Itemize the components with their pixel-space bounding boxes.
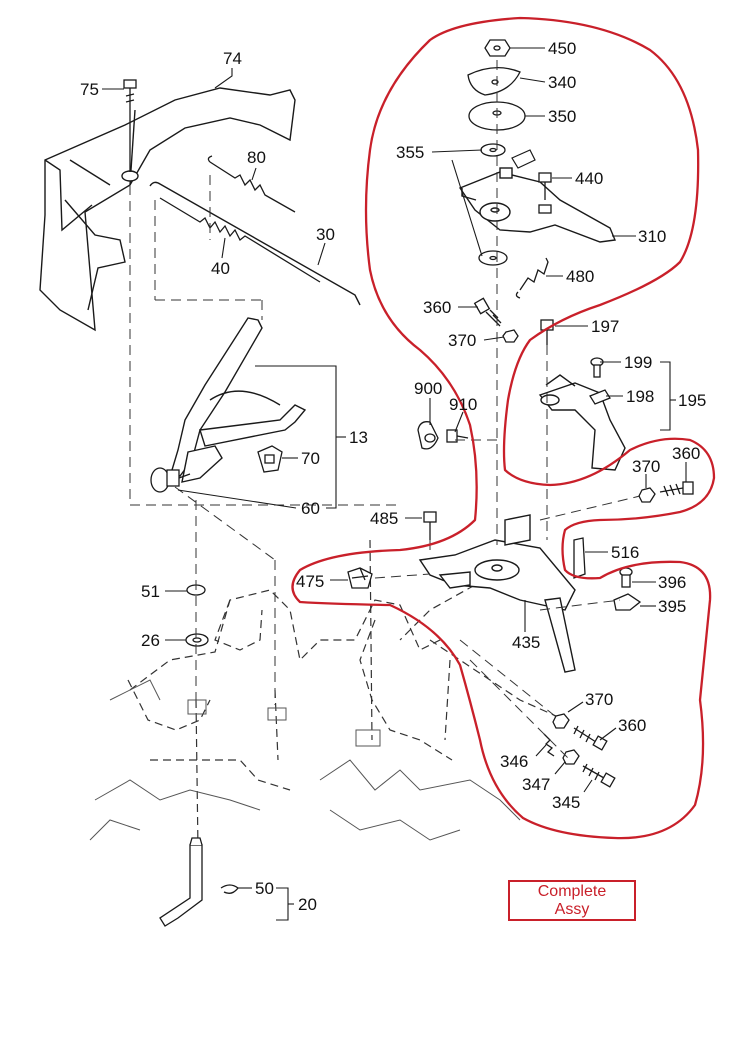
- callout-198: 198: [626, 387, 654, 406]
- callout-440: 440: [575, 169, 603, 188]
- callout-355: 355: [396, 143, 424, 162]
- washer-355b: [478, 250, 508, 266]
- clip-198: [589, 389, 611, 405]
- callout-450: 450: [548, 39, 576, 58]
- callout-475: 475: [296, 572, 324, 591]
- clip-395: [613, 593, 642, 611]
- bolt-60: [150, 467, 191, 493]
- bolt-440: [538, 172, 552, 214]
- screw-199: [590, 357, 604, 378]
- complete-assy-line1: Complete: [537, 882, 607, 900]
- spring-40: [159, 197, 321, 283]
- callout-480: 480: [566, 267, 594, 286]
- washer-26: [185, 633, 209, 647]
- callout-346: 346: [500, 752, 528, 771]
- callout-40: 40: [211, 259, 230, 278]
- callout-516: 516: [611, 543, 639, 562]
- screw-360a: [473, 297, 502, 327]
- callout-370-upper: 370: [448, 331, 476, 350]
- callout-370-middle: 370: [632, 457, 660, 476]
- governor-shaft-20: [159, 837, 203, 927]
- callout-13: 13: [349, 428, 368, 447]
- bolt-485: [423, 511, 437, 540]
- callout-347: 347: [522, 775, 550, 794]
- callout-195: 195: [678, 391, 706, 410]
- clamp-900: [417, 421, 439, 450]
- callout-396: 396: [658, 573, 686, 592]
- base-plate-435: [418, 514, 576, 673]
- clip-70: [257, 445, 283, 473]
- nut-347: [562, 749, 580, 765]
- callout-340: 340: [548, 73, 576, 92]
- callout-360-middle: 360: [672, 444, 700, 463]
- governor-lever-13: [171, 317, 307, 483]
- leader-lines: [102, 47, 687, 921]
- engine-block-solid: [89, 679, 521, 841]
- spring-80: [207, 155, 296, 213]
- callout-910: 910: [449, 395, 477, 414]
- left-alignment-lines: [129, 175, 400, 705]
- nut-370c: [552, 713, 570, 729]
- callout-197: 197: [591, 317, 619, 336]
- nut-450: [484, 39, 511, 57]
- callout-75: 75: [80, 80, 99, 99]
- air-guide-shroud: [39, 87, 296, 332]
- callout-310: 310: [638, 227, 666, 246]
- screw-360b: [659, 481, 694, 497]
- callout-60: 60: [301, 499, 320, 518]
- callout-199: 199: [624, 353, 652, 372]
- callout-74: 74: [223, 49, 242, 68]
- plate-516: [573, 537, 586, 579]
- callout-345: 345: [552, 793, 580, 812]
- washer-355: [480, 143, 506, 157]
- screw-910: [446, 429, 469, 443]
- callout-360-lower: 360: [618, 716, 646, 735]
- callout-900: 900: [414, 379, 442, 398]
- rod-30: [149, 181, 361, 306]
- callout-370-lower: 370: [585, 690, 613, 709]
- control-lever-310: [458, 167, 616, 243]
- callout-435: 435: [512, 633, 540, 652]
- right-alignment-lines: [374, 60, 641, 761]
- callout-80: 80: [247, 148, 266, 167]
- complete-assy-note: Complete Assy: [508, 880, 636, 921]
- upper-cluster-loop: [291, 16, 716, 840]
- bracket-195: [538, 374, 626, 471]
- nut-370a: [502, 329, 519, 343]
- callout-485: 485: [370, 509, 398, 528]
- spring-480: [515, 257, 549, 299]
- engine-block-outline: [127, 539, 566, 851]
- complete-assy-line2: Assy: [554, 900, 590, 918]
- spring-346: [543, 733, 555, 757]
- callout-395: 395: [658, 597, 686, 616]
- callout-70: 70: [301, 449, 320, 468]
- red-markup: [291, 16, 716, 840]
- callout-360-upper: 360: [423, 298, 451, 317]
- callout-26: 26: [141, 631, 160, 650]
- clip-50: [220, 884, 239, 894]
- clip-475: [347, 567, 373, 589]
- callout-51: 51: [141, 582, 160, 601]
- callout-50: 50: [255, 879, 274, 898]
- plate-340: [467, 67, 521, 96]
- nut-370b: [638, 487, 656, 503]
- screw-75: [123, 79, 137, 172]
- callout-20: 20: [298, 895, 317, 914]
- callout-350: 350: [548, 107, 576, 126]
- callout-30: 30: [316, 225, 335, 244]
- spring-clip: [511, 149, 536, 169]
- screw-396: [619, 567, 633, 588]
- callout-labels: 450 340 350 355 440 310 480 360 197 370 …: [80, 39, 706, 914]
- screw-345: [582, 763, 616, 788]
